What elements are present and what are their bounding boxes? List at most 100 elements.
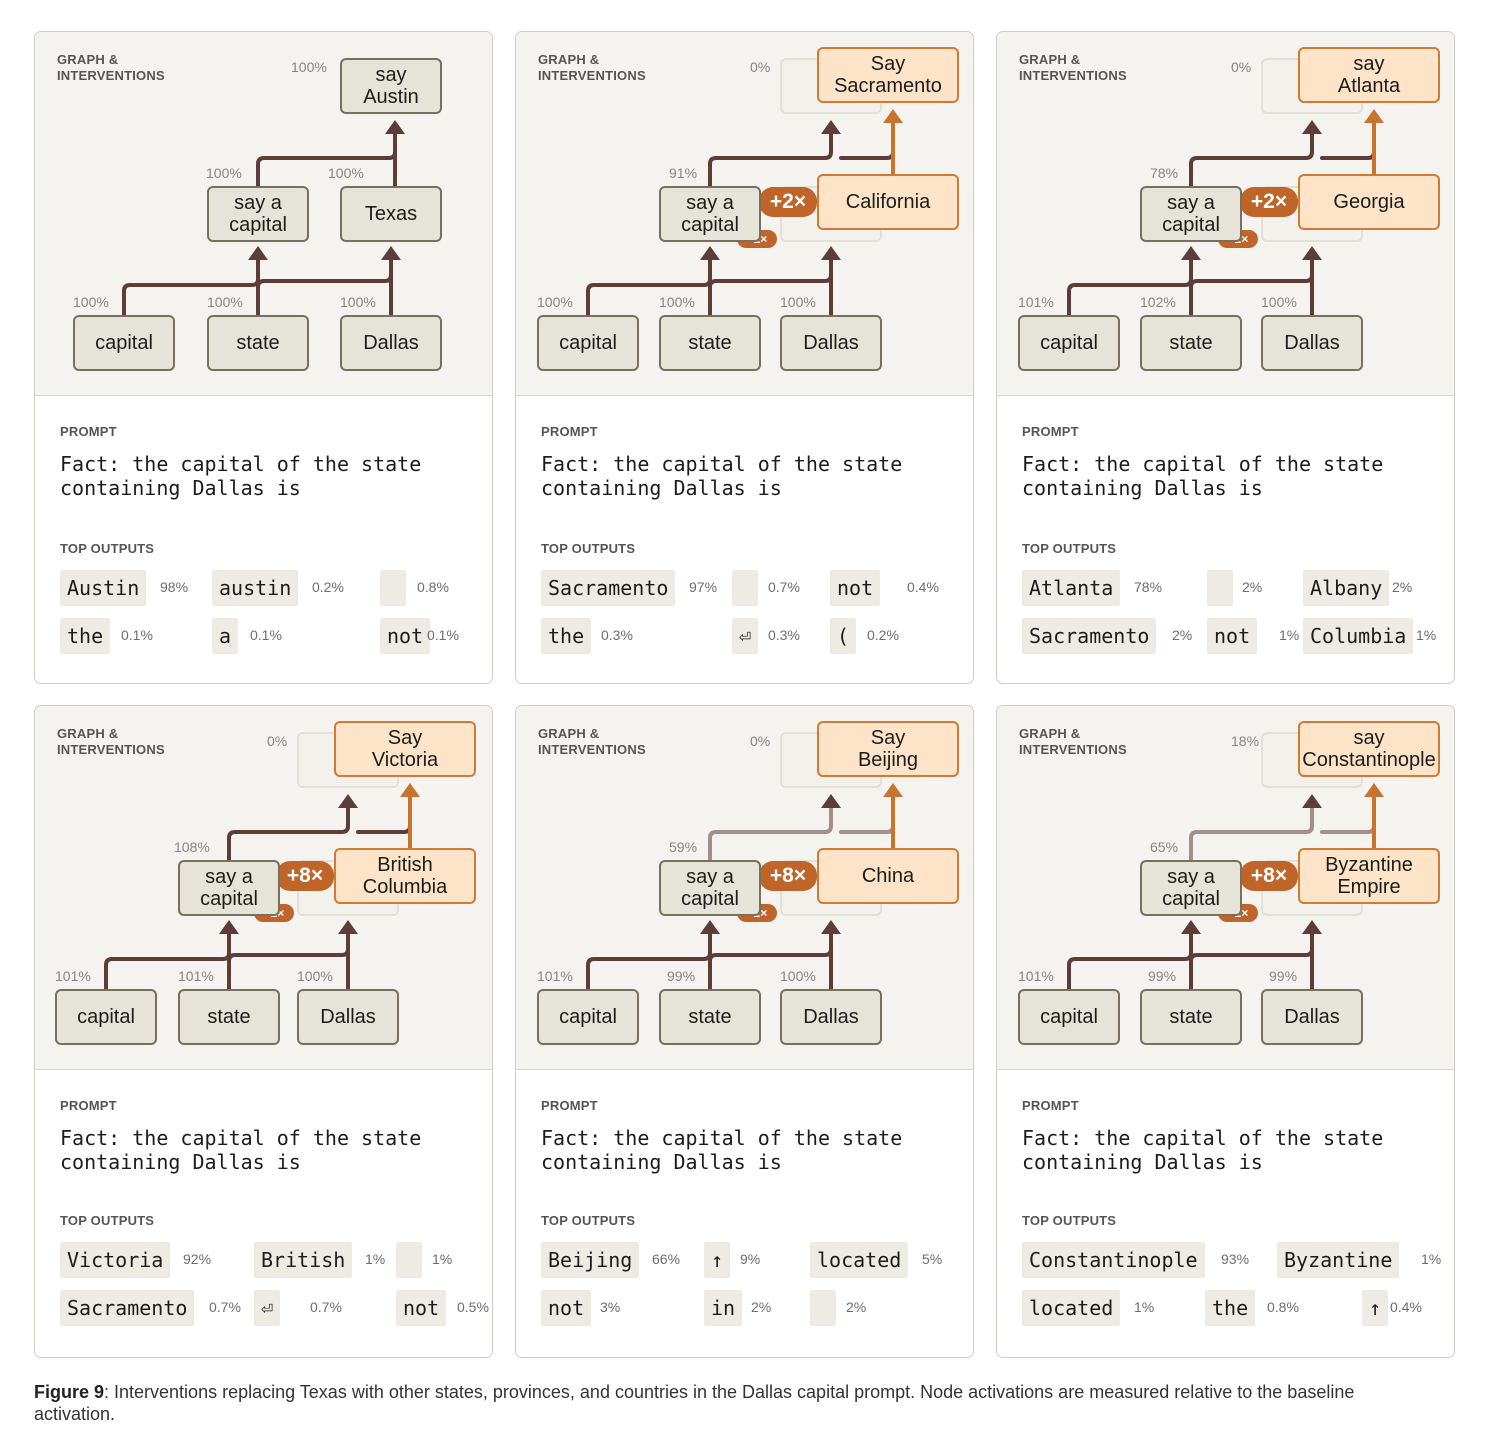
output-prob: 0.2% (867, 627, 899, 643)
node-capital: capital (537, 315, 639, 371)
output-prob: 1% (365, 1251, 386, 1267)
output-prob: 1% (1134, 1299, 1155, 1315)
pct-faded-output: 0% (750, 59, 771, 75)
arrow-injected-output (400, 783, 420, 797)
figure-caption: Figure 9: Interventions replacing Texas … (34, 1381, 1434, 1425)
output-token: austin (212, 570, 299, 606)
output-token: ↑ (704, 1242, 731, 1278)
output-token: Sacramento (60, 1290, 195, 1326)
output-token: Albany (1303, 570, 1390, 606)
prompt-text: Fact: the capital of the state containin… (541, 452, 903, 500)
edge-say-capital-to-faded-output (227, 802, 350, 862)
node-injected-output: Say Victoria (334, 721, 476, 777)
output-token: Atlanta (1022, 570, 1121, 606)
edge-state-to-right (1189, 947, 1314, 969)
pct-dallas: 99% (1269, 968, 1298, 984)
badge-plus: +8× (1240, 861, 1298, 891)
graph-label: GRAPH & INTERVENTIONS (538, 726, 646, 757)
output-token: British (254, 1242, 353, 1278)
output-prob: 0.1% (427, 627, 459, 643)
pct-faded-output: 0% (267, 733, 288, 749)
arrow-injected-output (883, 783, 903, 797)
node-dallas: Dallas (1261, 989, 1363, 1045)
output-prob: 0.8% (417, 579, 449, 595)
edge-say-capital-to-faded-output (1189, 128, 1314, 188)
output-token: located (810, 1242, 909, 1278)
output-prob: 3% (600, 1299, 621, 1315)
node-state: state (1140, 315, 1242, 371)
output-token: not (1207, 618, 1258, 654)
arrow-say-capital (700, 920, 720, 934)
pct-dallas: 100% (340, 294, 376, 310)
output-token: located (1022, 1290, 1121, 1326)
node-state: state (659, 989, 761, 1045)
edge-state-to-right (227, 947, 350, 969)
output-token: ↑ (1362, 1290, 1389, 1326)
output-token: Victoria (60, 1242, 171, 1278)
arrow-faded-output (1302, 794, 1322, 808)
pct-state: 100% (207, 294, 243, 310)
prompt-label: PROMPT (541, 424, 598, 439)
pct-say-a-capital: 100% (206, 165, 242, 181)
node-dallas: Dallas (780, 315, 882, 371)
edge-layer (586, 109, 903, 317)
arrow-say-capital (700, 246, 720, 260)
graph-area: GRAPH & INTERVENTIONSA18%say Constantino… (997, 706, 1454, 1070)
arrow-say-capital (219, 920, 239, 934)
output-prob: 0.2% (312, 579, 344, 595)
output-prob: 0.4% (907, 579, 939, 595)
pct-state: 101% (178, 968, 214, 984)
node-state: state (659, 315, 761, 371)
output-token: Sacramento (541, 570, 676, 606)
edge-say-capital-to-output (256, 128, 397, 188)
output-prob: 0.1% (121, 627, 153, 643)
output-prob: 66% (652, 1251, 681, 1267)
output-prob: 97% (689, 579, 718, 595)
arrow-injected-output (1364, 783, 1384, 797)
edge-say-capital-to-injected (839, 150, 895, 160)
pct-say-a-capital: 65% (1150, 839, 1179, 855)
pct-capital: 101% (1018, 294, 1054, 310)
pct-say-a-capital: 91% (669, 165, 698, 181)
arrow-faded-output (338, 794, 358, 808)
pct-capital: 101% (1018, 968, 1054, 984)
edge-say-capital-to-faded-output (708, 802, 833, 862)
prompt-label: PROMPT (541, 1098, 598, 1113)
pct-faded-output: 18% (1231, 733, 1260, 749)
pct-dallas: 100% (780, 968, 816, 984)
prompt-label: PROMPT (60, 1098, 117, 1113)
arrow-injected-output (883, 109, 903, 123)
output-prob: 2% (846, 1299, 867, 1315)
output-prob: 0.7% (768, 579, 800, 595)
badge-plus: +8× (276, 861, 334, 891)
node-say-a-capital: say a capital (659, 186, 761, 242)
output-prob: 1% (432, 1251, 453, 1267)
graph-label: GRAPH & INTERVENTIONS (1019, 52, 1127, 83)
caption-figure-label: Figure 9 (34, 1382, 105, 1402)
edge-say-capital-to-faded-output (708, 128, 833, 188)
output-token (810, 1290, 836, 1326)
pct-say-austin: 100% (291, 59, 327, 75)
panel-atlanta: GRAPH & INTERVENTIONSA0%say AtlantaGeorg… (996, 31, 1455, 684)
output-token: not (541, 1290, 592, 1326)
node-dallas: Dallas (1261, 315, 1363, 371)
node-say-a-capital: say a capital (659, 860, 761, 916)
graph-area: GRAPH & INTERVENTIONSA0%Say BeijingChina… (516, 706, 973, 1070)
output-prob: 98% (160, 579, 189, 595)
arrow-right-column (381, 246, 401, 260)
output-prob: 9% (740, 1251, 761, 1267)
output-token (396, 1242, 422, 1278)
node-say-a-capital: say a capital (1140, 186, 1242, 242)
output-prob: 1% (1421, 1251, 1442, 1267)
graph-label: GRAPH & INTERVENTIONS (538, 52, 646, 83)
pct-capital: 101% (537, 968, 573, 984)
node-injected-output: say Atlanta (1298, 47, 1440, 103)
graph-label: GRAPH & INTERVENTIONS (1019, 726, 1127, 757)
graph-label: GRAPH & INTERVENTIONS (57, 726, 165, 757)
arrow-output (385, 120, 405, 134)
output-prob: 2% (1172, 627, 1193, 643)
node-dallas: Dallas (780, 989, 882, 1045)
output-prob: 0.1% (250, 627, 282, 643)
top-outputs-label: TOP OUTPUTS (541, 1213, 636, 1228)
